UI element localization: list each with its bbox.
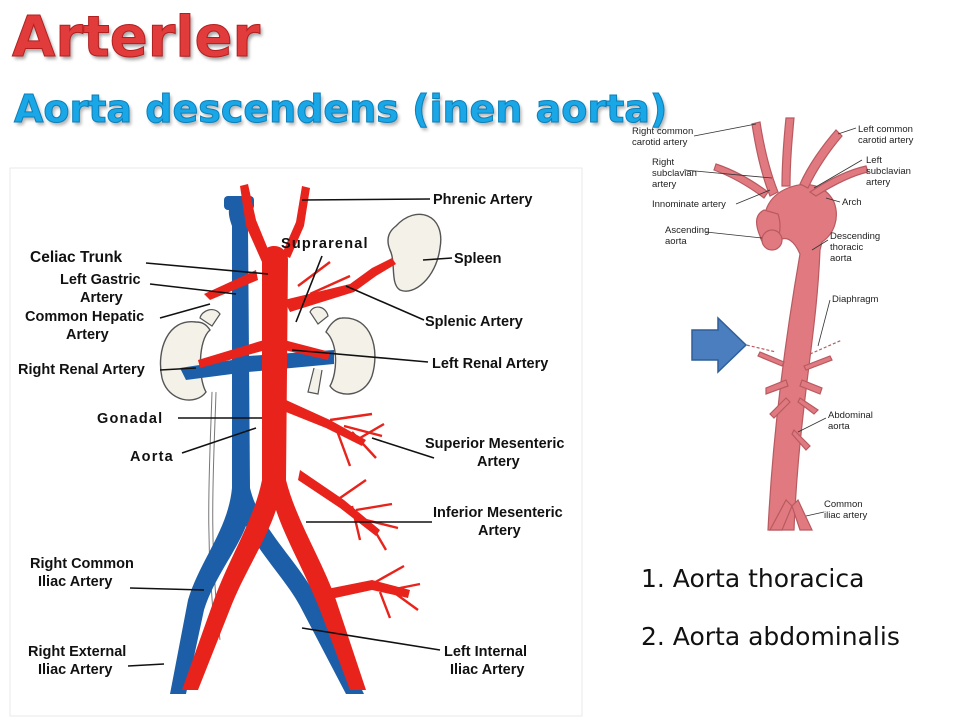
label-descending-thoracic: Descending (830, 231, 880, 242)
label-superior-mesenteric-line2: Artery (477, 454, 520, 470)
right-kidney (159, 309, 221, 401)
label-right-subclavian-line3: artery (652, 179, 677, 190)
label-left-common-carotid-line2: carotid artery (858, 135, 914, 146)
label-right-external-iliac: Right External (28, 644, 126, 660)
label-splenic-artery: Splenic Artery (425, 314, 523, 330)
label-diaphragm: Diaphragm (832, 294, 879, 305)
label-common-iliac-line2: iliac artery (824, 510, 868, 521)
label-left-subclavian: Left (866, 155, 882, 166)
label-left-subclavian-line3: artery (866, 177, 891, 188)
label-right-common-iliac: Right Common (30, 556, 134, 572)
spleen-organ (387, 213, 442, 292)
label-arch: Arch (842, 197, 862, 208)
mesenteric-branches (297, 261, 421, 619)
label-inferior-mesenteric-line2: Artery (478, 523, 521, 539)
label-left-gastric-line2: Artery (80, 290, 123, 306)
label-right-subclavian: Right (652, 157, 675, 168)
arrow-right-icon (691, 316, 748, 374)
label-left-subclavian-line2: subclavian (866, 166, 911, 177)
list-item-aorta-abdominalis: 2. Aorta abdominalis (641, 622, 900, 651)
label-inferior-mesenteric: Inferior Mesenteric (433, 505, 563, 521)
aorta-illustration (713, 117, 869, 531)
label-common-hepatic-line2: Artery (66, 327, 109, 343)
label-descending-thoracic-line3: aorta (830, 253, 852, 264)
label-right-common-carotid-line2: carotid artery (632, 137, 688, 148)
left-leader-lines (127, 198, 453, 667)
label-ascending-aorta-line2: aorta (665, 236, 687, 247)
label-right-common-iliac-line2: Iliac Artery (38, 574, 112, 590)
list-item-aorta-thoracica: 1. Aorta thoracica (641, 564, 865, 593)
label-ascending-aorta: Ascending (665, 225, 709, 236)
label-celiac-trunk: Celiac Trunk (30, 249, 123, 266)
label-right-subclavian-line2: subclavian (652, 168, 697, 179)
label-right-renal-artery: Right Renal Artery (18, 362, 145, 378)
diaphragm-line (741, 339, 843, 355)
label-left-common-carotid: Left common (858, 124, 913, 135)
label-abdominal-aorta: Abdominal (828, 410, 873, 421)
label-right-external-iliac-line2: Iliac Artery (38, 662, 112, 678)
right-leader-lines (683, 123, 863, 517)
label-left-gastric: Left Gastric (60, 272, 141, 288)
label-innominate-artery: Innominate artery (652, 199, 726, 210)
label-left-internal-iliac-line2: Iliac Artery (450, 662, 524, 678)
label-gonadal: Gonadal (97, 411, 163, 427)
label-aorta: Aorta (130, 449, 174, 465)
aortic-root (761, 229, 783, 251)
left-artery-diagram: Phrenic Artery Suprarenal Spleen Celiac … (9, 167, 583, 717)
label-right-common-carotid: Right common (632, 126, 693, 137)
right-aorta-diagram: Right common carotid artery Right subcla… (632, 117, 914, 531)
label-left-internal-iliac: Left Internal (444, 644, 527, 660)
label-spleen: Spleen (454, 251, 502, 267)
label-left-renal-artery: Left Renal Artery (432, 356, 548, 372)
label-descending-thoracic-line2: thoracic (830, 242, 864, 253)
label-common-iliac: Common (824, 499, 863, 510)
label-abdominal-aorta-line2: aorta (828, 421, 850, 432)
label-common-hepatic: Common Hepatic (25, 309, 144, 325)
label-phrenic-artery: Phrenic Artery (433, 192, 532, 208)
page-title: Arterler (11, 5, 261, 70)
label-superior-mesenteric: Superior Mesenteric (425, 436, 564, 452)
abdominal-aorta (182, 184, 410, 690)
label-suprarenal: Suprarenal (281, 236, 369, 252)
page-subtitle: Aorta descendens (inen aorta) (13, 87, 668, 131)
